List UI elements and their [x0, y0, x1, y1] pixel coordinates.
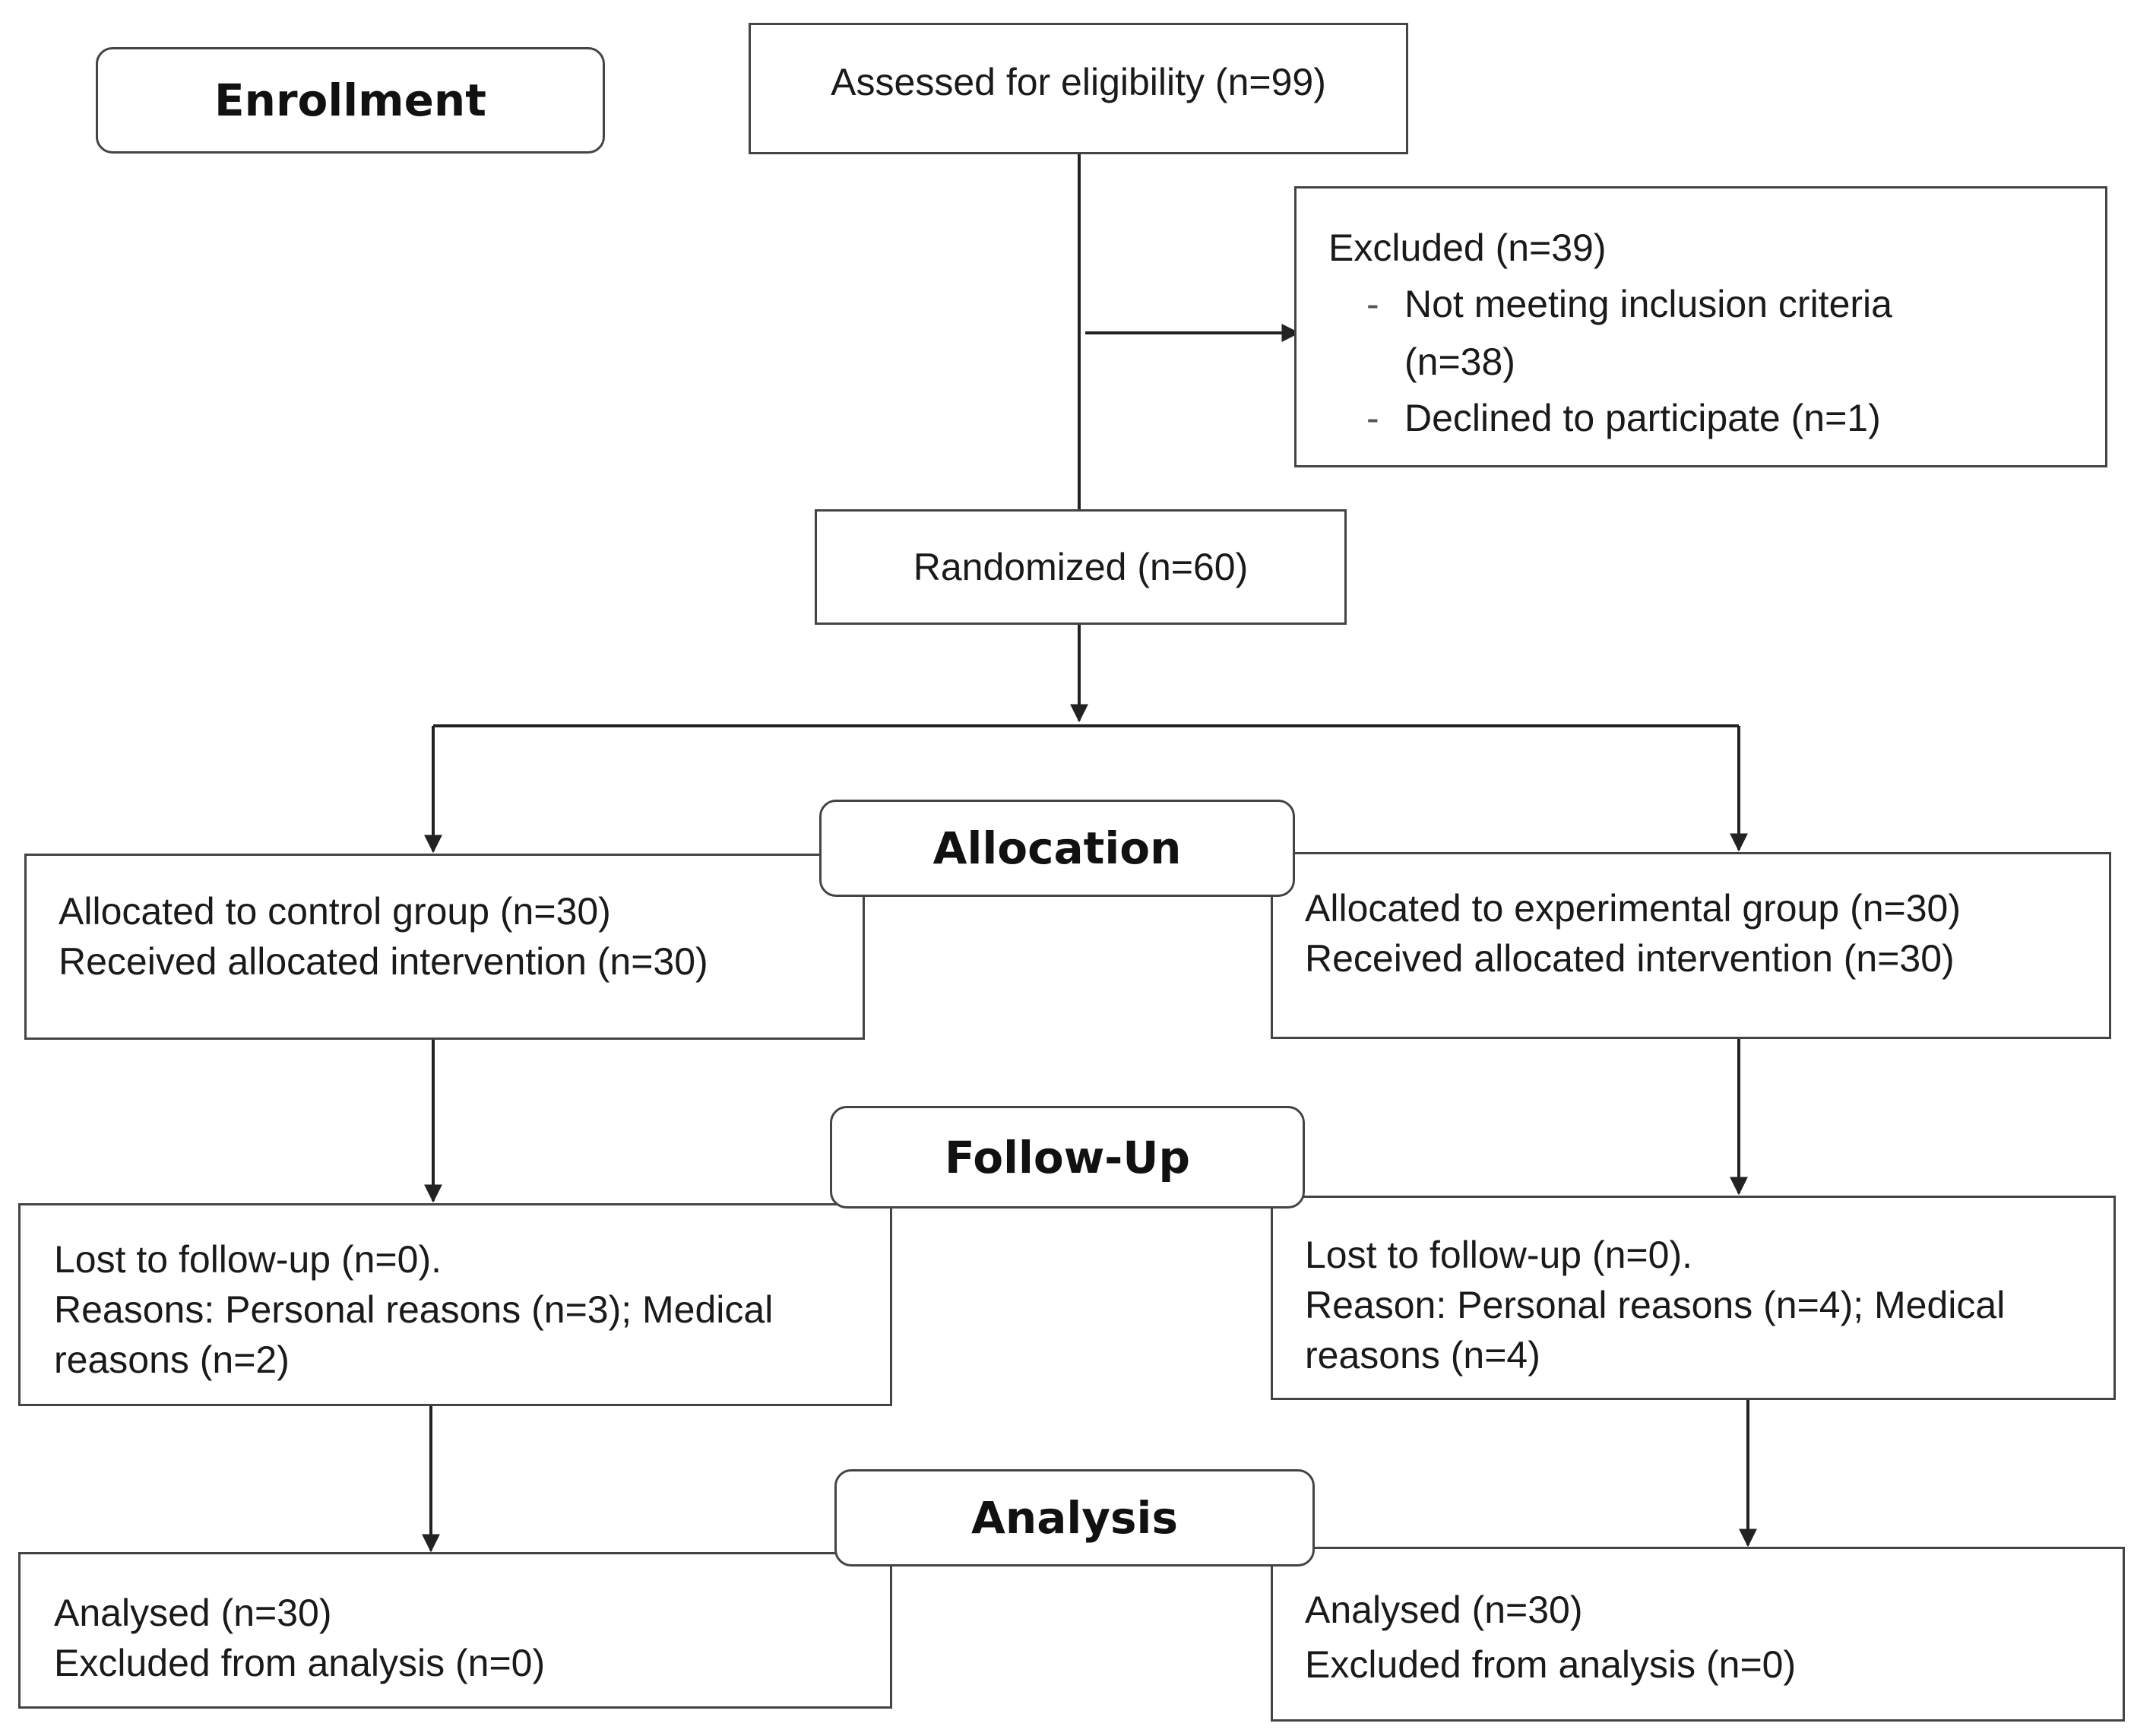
experimental-received-text: Received allocated intervention (n=30)	[1305, 937, 1955, 980]
experimental-followup-box: Lost to follow-up (n=0). Reason: Persona…	[1271, 1196, 2116, 1400]
experimental-analysis-box: Analysed (n=30) Excluded from analysis (…	[1271, 1547, 2125, 1722]
control-lost-text: Lost to follow-up (n=0).	[54, 1238, 442, 1281]
excluded-item-text: Declined to participate (n=1)	[1404, 397, 1881, 439]
control-received-text: Received allocated intervention (n=30)	[59, 940, 708, 983]
excluded-item-text: Not meeting inclusion criteria (n=38)	[1404, 283, 1892, 383]
control-reasons-text-2: reasons (n=2)	[54, 1338, 290, 1381]
stage-allocation-label: Allocation	[932, 822, 1182, 874]
experimental-allocated-text: Allocated to experimental group (n=30)	[1305, 887, 1961, 930]
control-followup-box: Lost to follow-up (n=0). Reasons: Person…	[18, 1203, 892, 1406]
bullet-dash: -	[1366, 397, 1379, 439]
control-allocated-text: Allocated to control group (n=30)	[59, 890, 611, 933]
excluded-item-declined: - Declined to participate (n=1)	[1328, 391, 2105, 445]
stage-analysis: Analysis	[834, 1469, 1315, 1567]
experimental-lost-text: Lost to follow-up (n=0).	[1305, 1234, 1692, 1276]
assessed-text: Assessed for eligibility (n=99)	[831, 61, 1326, 103]
stage-enrollment-label: Enrollment	[214, 74, 486, 126]
experimental-allocation-box: Allocated to experimental group (n=30) R…	[1271, 852, 2111, 1039]
randomized-box: Randomized (n=60)	[815, 509, 1347, 625]
control-analysed-text: Analysed (n=30)	[54, 1592, 332, 1634]
control-allocation-box: Allocated to control group (n=30) Receiv…	[24, 854, 865, 1040]
experimental-analysed-text: Analysed (n=30)	[1305, 1589, 1583, 1631]
stage-enrollment: Enrollment	[96, 47, 605, 154]
stage-followup: Follow-Up	[830, 1106, 1305, 1209]
experimental-reasons-text-2: reasons (n=4)	[1305, 1334, 1540, 1376]
excluded-box: Excluded (n=39) - Not meeting inclusion …	[1294, 186, 2107, 467]
control-reasons-text: Reasons: Personal reasons (n=3); Medical	[54, 1288, 774, 1331]
stage-analysis-label: Analysis	[971, 1492, 1178, 1544]
excluded-title: Excluded (n=39)	[1328, 227, 1607, 269]
bullet-dash: -	[1366, 283, 1379, 325]
control-excluded-analysis-text: Excluded from analysis (n=0)	[54, 1642, 546, 1684]
stage-followup-label: Follow-Up	[945, 1131, 1190, 1183]
stage-allocation: Allocation	[819, 800, 1295, 897]
assessed-box: Assessed for eligibility (n=99)	[749, 23, 1408, 154]
randomized-text: Randomized (n=60)	[913, 546, 1249, 588]
experimental-reasons-text: Reason: Personal reasons (n=4); Medical	[1305, 1284, 2006, 1326]
control-analysis-box: Analysed (n=30) Excluded from analysis (…	[18, 1552, 892, 1709]
excluded-item-inclusion: - Not meeting inclusion criteria (n=38)	[1328, 275, 2105, 391]
experimental-excluded-analysis-text: Excluded from analysis (n=0)	[1305, 1643, 1797, 1686]
